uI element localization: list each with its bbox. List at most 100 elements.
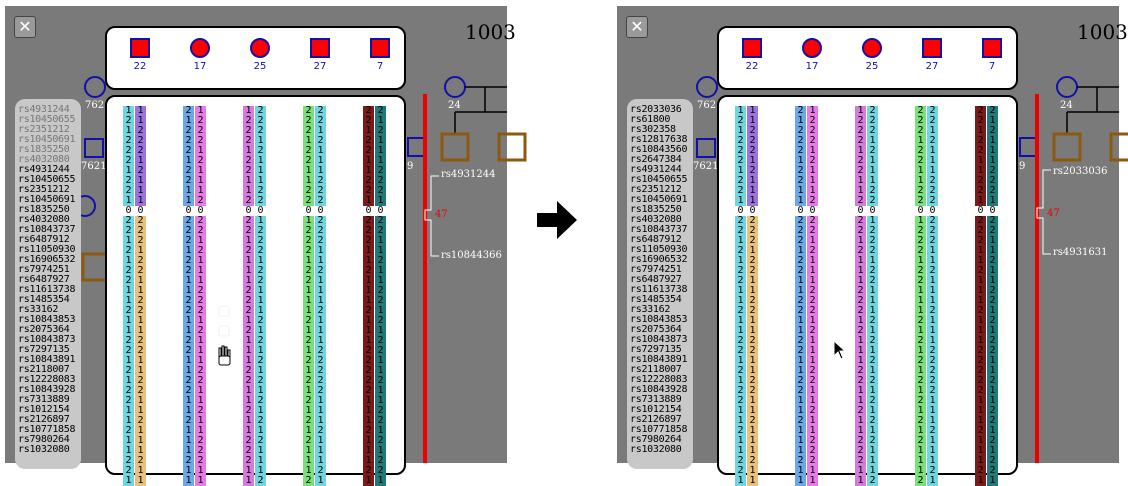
snp-label[interactable]: rs1835250 [18, 204, 70, 215]
snp-label[interactable]: rs61800 [630, 114, 671, 125]
snp-label[interactable]: rs10843737 [18, 224, 76, 235]
snp-label[interactable]: rs12228083 [630, 374, 688, 385]
snp-label[interactable]: rs6487927 [630, 274, 682, 285]
snp-label[interactable]: rs10843873 [18, 334, 76, 345]
individual-25[interactable]: 25 [857, 38, 887, 72]
snp-label[interactable]: rs10843853 [630, 314, 688, 325]
snp-label[interactable]: rs2126897 [18, 414, 70, 425]
snp-label[interactable]: rs7313889 [630, 394, 682, 405]
snp-label[interactable]: rs10843891 [630, 354, 688, 365]
snp-label[interactable]: rs10771858 [18, 424, 76, 435]
snp-label[interactable]: rs10450655 [18, 174, 76, 185]
snp-label[interactable]: rs6487912 [630, 234, 682, 245]
snp-label[interactable]: rs2118007 [630, 364, 682, 375]
snp-label[interactable]: rs10843737 [630, 224, 688, 235]
snp-label[interactable]: rs2647384 [630, 154, 682, 165]
snp-label[interactable]: rs2075364 [18, 324, 70, 335]
snp-label[interactable]: rs11613738 [18, 284, 76, 295]
marker-bar[interactable] [423, 94, 427, 463]
snp-label[interactable]: rs10771858 [630, 424, 688, 435]
snp-label[interactable]: rs10843873 [630, 334, 688, 345]
snp-label[interactable]: rs2126897 [630, 414, 682, 425]
snp-label[interactable]: rs4931244 [18, 164, 70, 175]
snp-label[interactable]: rs10843928 [18, 384, 76, 395]
snp-label[interactable]: rs4032080 [18, 214, 70, 225]
close-button[interactable]: ✕ [626, 16, 648, 38]
individual-27[interactable]: 27 [917, 38, 947, 72]
snp-label[interactable]: rs4931244 [630, 164, 682, 175]
snp-label[interactable]: rs16906532 [18, 254, 76, 265]
snp-label[interactable]: rs7980264 [18, 434, 70, 445]
snp-label[interactable]: rs2118007 [18, 364, 70, 375]
snp-label[interactable]: rs1032080 [18, 444, 70, 455]
snp-label[interactable]: rs11050930 [630, 244, 688, 255]
individual-22[interactable]: 22 [737, 38, 767, 72]
snp-label[interactable]: rs2033036 [630, 104, 682, 115]
marker-bar[interactable] [1035, 94, 1039, 463]
snp-label[interactable]: rs11050930 [18, 244, 76, 255]
snp-label[interactable]: rs10843891 [18, 354, 76, 365]
snp-label[interactable]: rs10450691 [18, 194, 76, 205]
snp-label[interactable]: rs16906532 [630, 254, 688, 265]
individual-25[interactable]: 25 [245, 38, 275, 72]
snp-label[interactable]: rs33162 [630, 304, 671, 315]
snp-label[interactable]: rs1485354 [18, 294, 70, 305]
snp-label[interactable]: rs33162 [18, 304, 59, 315]
snp-label[interactable]: rs10843928 [630, 384, 688, 395]
snp-label[interactable]: rs12228083 [18, 374, 76, 385]
snp-label[interactable]: rs1835250 [630, 204, 682, 215]
snp-label[interactable]: rs11613738 [630, 284, 688, 295]
snp-label[interactable]: rs302358 [630, 124, 676, 135]
snp-label[interactable]: rs1485354 [630, 294, 682, 305]
snp-label[interactable]: rs7980264 [630, 434, 682, 445]
individual-27[interactable]: 27 [305, 38, 335, 72]
snp-label[interactable]: rs6487912 [18, 234, 70, 245]
snp-label[interactable]: rs7297135 [18, 344, 70, 355]
snp-label[interactable]: rs1012154 [18, 404, 70, 415]
snp-label[interactable]: rs7313889 [18, 394, 70, 405]
snp-label[interactable]: rs2351212 [630, 184, 682, 195]
snp-label[interactable]: rs6487927 [18, 274, 70, 285]
snp-label[interactable]: rs10450655 [630, 174, 688, 185]
snp-label[interactable]: rs7974251 [18, 264, 70, 275]
individual-22[interactable]: 22 [125, 38, 155, 72]
individual-7[interactable]: 7 [977, 38, 1007, 72]
snp-label[interactable]: rs10450691 [630, 194, 688, 205]
individual-17[interactable]: 17 [185, 38, 215, 72]
close-button[interactable]: ✕ [14, 16, 36, 38]
snp-label[interactable]: rs1012154 [630, 404, 682, 415]
snp-label[interactable]: rs10843560 [630, 144, 688, 155]
individual-7[interactable]: 7 [365, 38, 395, 72]
snp-label[interactable]: rs2351212 [18, 184, 70, 195]
individual-17[interactable]: 17 [797, 38, 827, 72]
snp-label[interactable]: rs12817638 [630, 134, 688, 145]
snp-label[interactable]: rs2075364 [630, 324, 682, 335]
snp-label[interactable]: rs10843853 [18, 314, 76, 325]
snp-label[interactable]: rs7297135 [630, 344, 682, 355]
snp-label[interactable]: rs4032080 [630, 214, 682, 225]
snp-label[interactable]: rs1032080 [630, 444, 682, 455]
